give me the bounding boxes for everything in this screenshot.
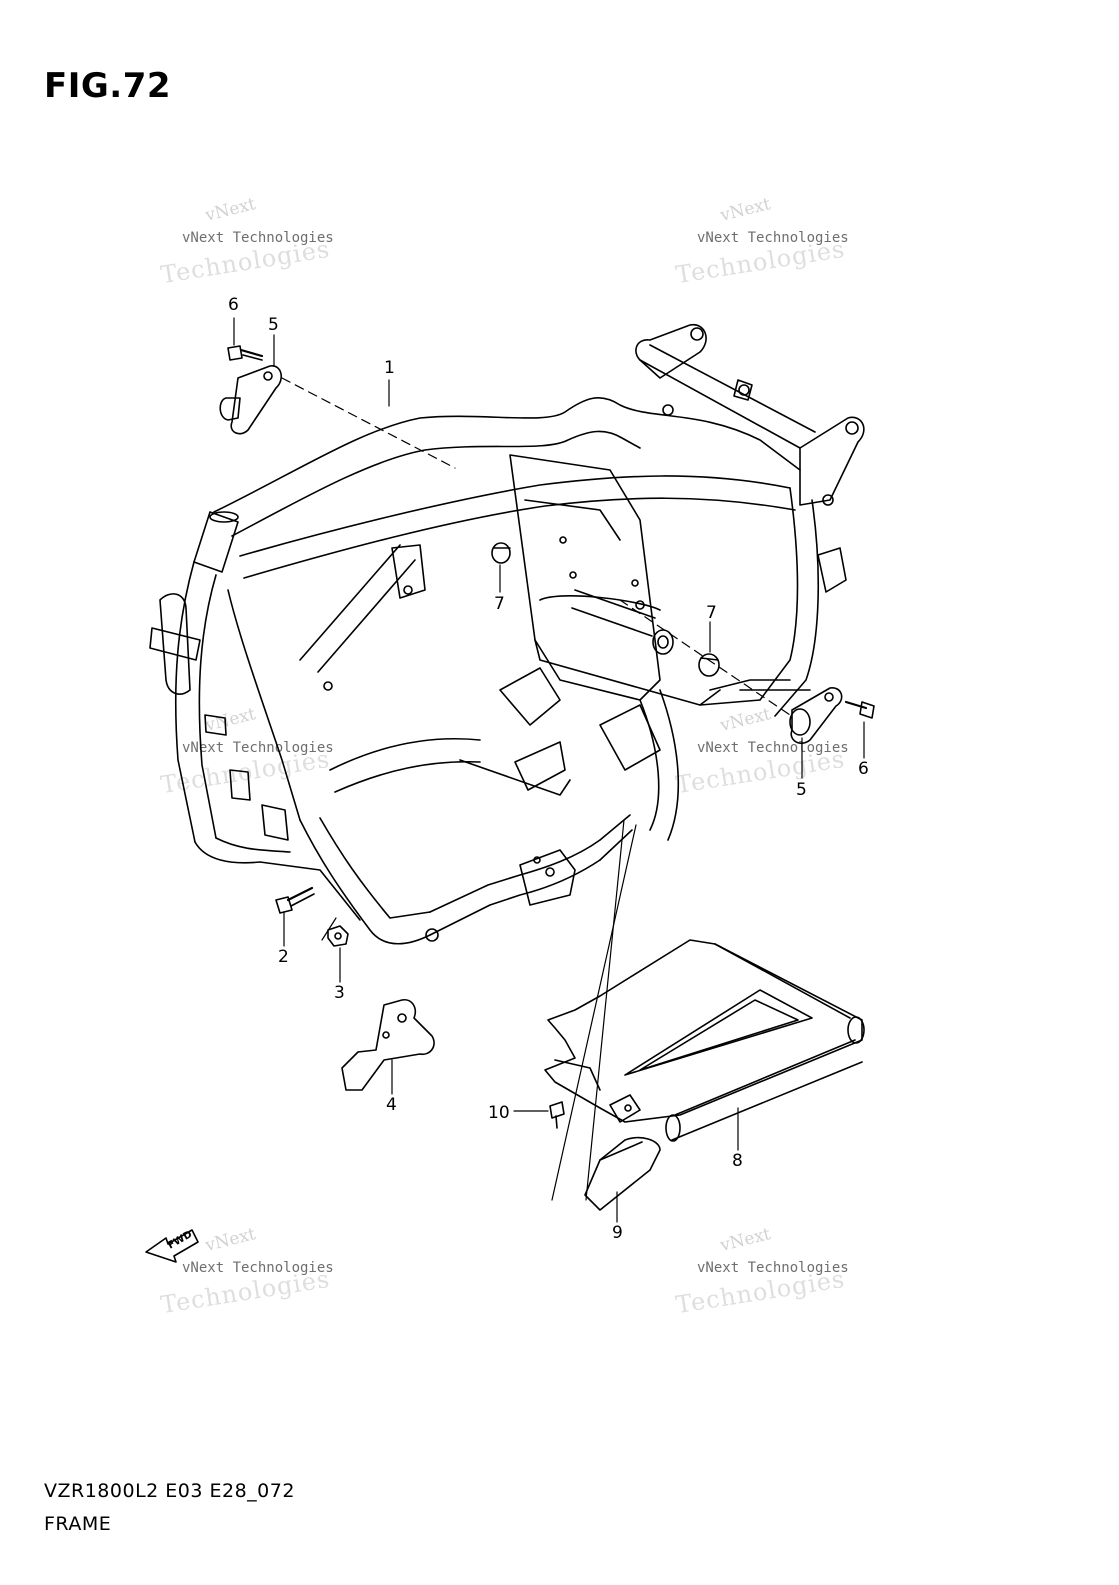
part-10-screw	[549, 1101, 565, 1129]
part-7-grommet-left	[491, 542, 511, 564]
part-8-chain-cover	[544, 939, 865, 1142]
diagram-name: FRAME	[44, 1513, 112, 1535]
callout-labels: 1 2 3 4 5 5 6 6 7 7 8 9 10	[228, 295, 869, 1243]
callout-5-left: 5	[268, 315, 279, 335]
callout-7-right: 7	[706, 603, 717, 623]
callout-2: 2	[278, 947, 289, 967]
callout-3: 3	[334, 983, 345, 1003]
callout-9: 9	[612, 1223, 623, 1243]
part-5-bracket-left	[219, 365, 283, 435]
part-6-bolt-left	[227, 345, 264, 361]
part-3-nut	[327, 925, 349, 947]
callout-8: 8	[732, 1151, 743, 1171]
part-2-bolt	[275, 886, 315, 914]
figure-title: FIG.72	[44, 66, 172, 106]
callout-6-left: 6	[228, 295, 239, 315]
callout-10: 10	[488, 1103, 510, 1123]
part-6-bolt-right	[844, 700, 875, 719]
callout-5-right: 5	[796, 780, 807, 800]
fwd-arrow-icon: FWD	[145, 1229, 199, 1263]
callout-6-right: 6	[858, 759, 869, 779]
part-5-bracket-right	[789, 687, 843, 745]
part-9-cover	[584, 1136, 661, 1211]
callout-4: 4	[386, 1095, 397, 1115]
diagram-code: VZR1800L2 E03 E28_072	[44, 1480, 295, 1502]
leader-lines	[233, 317, 865, 1223]
callout-1: 1	[384, 358, 395, 378]
main-frame	[149, 324, 865, 945]
part-4-bracket	[341, 998, 435, 1091]
callout-7-left: 7	[494, 594, 505, 614]
part-7-grommet-right	[698, 653, 720, 677]
